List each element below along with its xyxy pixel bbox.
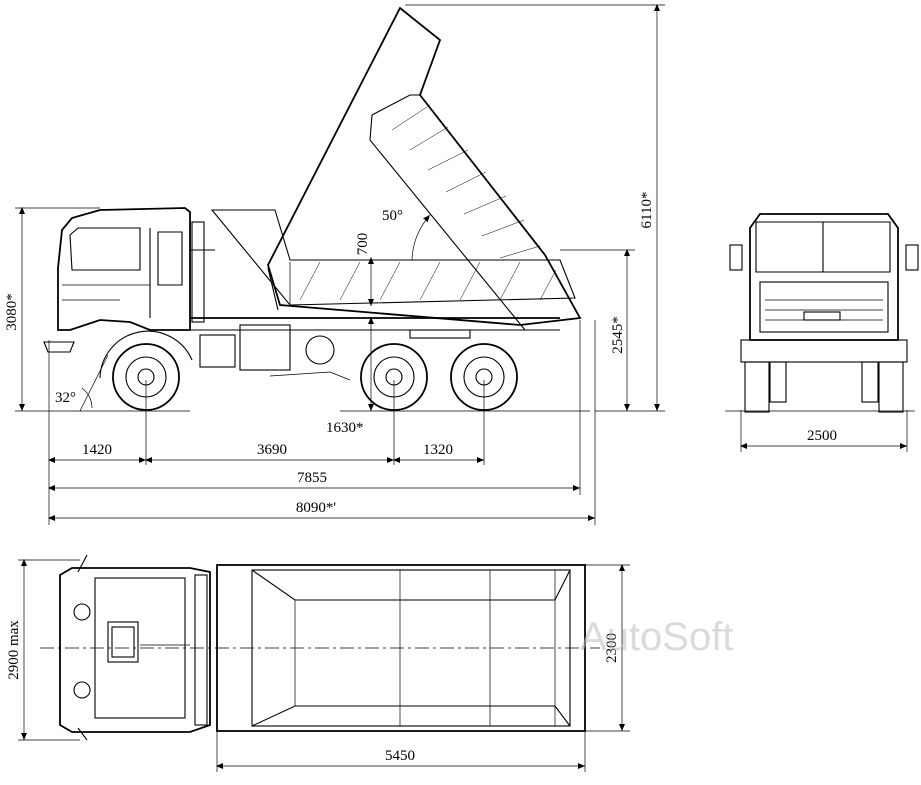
dim-approach-angle: 32°: [55, 354, 109, 412]
chassis-frame: [190, 317, 560, 381]
dim-tipped-height: 6110*: [405, 4, 665, 412]
dim-tip-angle: 50°: [382, 208, 431, 261]
dim-label-wheelbase: 3690: [257, 442, 287, 458]
dim-label-body-height: 2545*: [610, 316, 626, 354]
dim-sideboard-height: 700: [355, 233, 374, 306]
front-view: 2500: [725, 213, 919, 452]
dim-label-approach-angle: 32°: [55, 390, 76, 406]
dim-label-length-body: 7855: [297, 470, 327, 486]
dim-label-body-length: 5450: [385, 748, 415, 764]
dump-body: [210, 6, 582, 331]
watermark: AutoSoft: [580, 615, 733, 659]
dim-label-length-total: 8090*': [296, 500, 337, 516]
dim-body-length: 5450: [216, 731, 586, 772]
dim-cab-height: 3080*: [4, 207, 100, 412]
dim-length-total: 8090*': [48, 500, 595, 521]
dim-axle-chain: 1420 3690 1320: [48, 320, 596, 525]
side-view: 6110* 3080* 2545* 700 50° 3: [4, 4, 665, 525]
dim-overall-width: 2900 max: [6, 559, 80, 741]
dim-length-body: 7855: [48, 470, 580, 491]
dim-label-tip-angle: 50°: [382, 208, 403, 224]
dim-label-overall-width: 2900 max: [6, 620, 22, 680]
dim-label-bogie-spacing: 1320: [423, 442, 453, 458]
dim-track-width: 2500: [740, 410, 908, 452]
dim-label-front-overhang: 1420: [82, 442, 112, 458]
dim-label-sideboard-height: 700: [355, 233, 371, 256]
dim-body-height: 2545*: [560, 249, 635, 411]
dim-label-cab-height: 3080*: [4, 293, 20, 331]
truck-cab: [43, 207, 215, 353]
dim-label-body-width: 2300: [604, 633, 620, 663]
dim-body-width: 2300: [585, 564, 630, 732]
dim-rear-axle-offset: 1630*: [326, 317, 374, 436]
top-view: 2900 max 2300 5450: [6, 554, 630, 772]
dim-label-rear-axle-offset: 1630*: [326, 420, 364, 436]
dim-label-tipped-height: 6110*: [639, 192, 655, 229]
dim-label-track-width: 2500: [807, 428, 837, 444]
